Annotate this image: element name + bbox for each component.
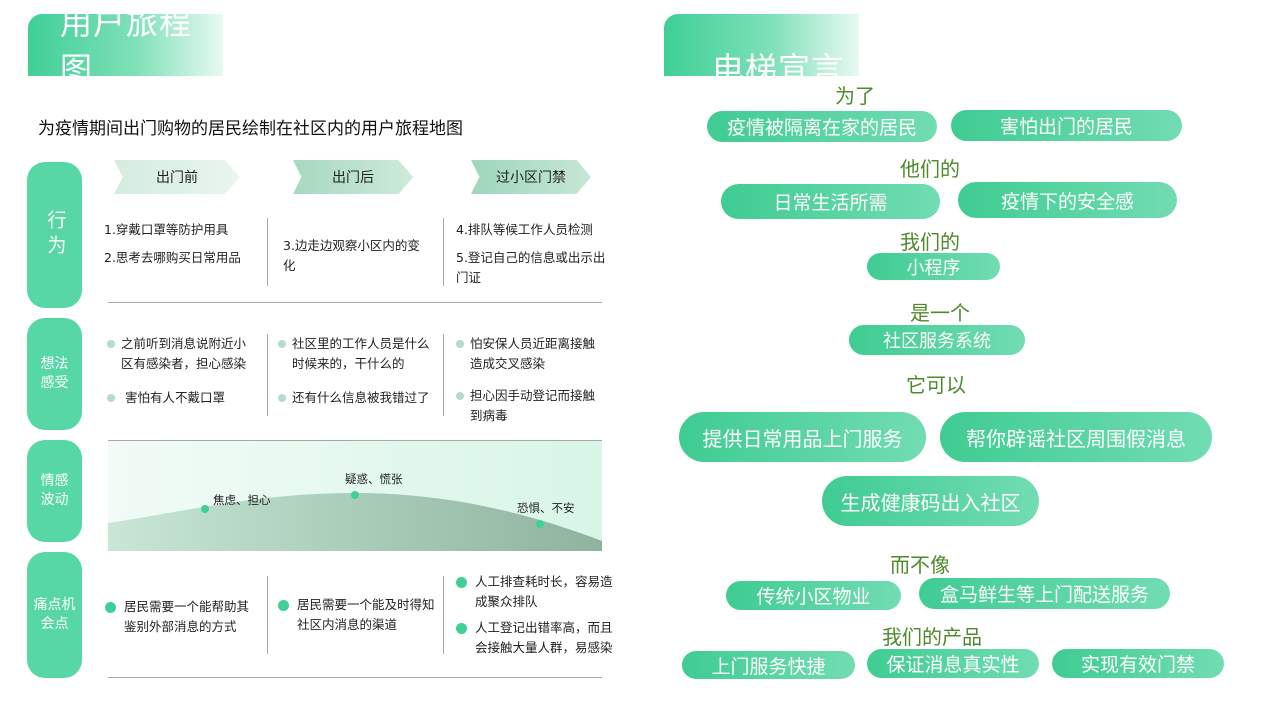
pill-advantage-access: 实现有效门禁 [1052,649,1224,678]
bullet-icon [107,340,115,348]
pill-need-daily: 日常生活所需 [721,184,940,219]
bullet-icon [107,394,115,402]
pill-product: 小程序 [867,253,1000,280]
bullet-icon [456,392,464,400]
divider [267,334,268,416]
journey-map-header: 用户旅程图 [28,14,223,76]
behavior-cell-3: 4.排队等候工作人员检测 5.登记自己的信息或出示出门证 [456,220,606,288]
behavior-item: 4.排队等候工作人员检测 [456,222,593,237]
pain-item: 居民需要一个能及时得知社区内消息的渠道 [278,595,438,635]
emotion-label: 疑惑、慌张 [345,472,403,486]
bullet-icon [278,394,286,402]
emotion-label: 焦虑、担心 [213,493,271,507]
emotion-point-confused [351,491,359,499]
bullet-icon [456,340,464,348]
divider [443,576,444,654]
row-separator [108,440,602,441]
row-label-thoughts-text: 想法感受 [40,356,69,391]
pill-need-safety: 疫情下的安全感 [958,182,1177,218]
divider [443,334,444,416]
row-label-emotion: 情感波动 [27,440,82,542]
divider [443,218,444,286]
behavior-item: 5.登记自己的信息或出示出门证 [456,250,606,285]
pill-advantage-fast: 上门服务快捷 [682,651,855,679]
emotion-point-fear [536,520,544,528]
bullet-icon [278,340,286,348]
thoughts-cell-3: 怕安保人员近距离接触造成交叉感染 担心因手动登记而接触到病毒 [456,334,606,426]
thought-item: 之前听到消息说附近小区有感染者，担心感染 [107,334,257,374]
row-label-behavior: 行为 [27,162,82,308]
pill-competitor-hema: 盒马鲜生等上门配送服务 [919,578,1170,609]
pain-item: 居民需要一个能帮助其鉴别外部消息的方式 [105,597,257,637]
row-label-emotion-text: 情感波动 [40,473,69,508]
row-label-pain-points: 痛点机会点 [27,552,82,678]
thought-item: 怕安保人员近距离接触造成交叉感染 [456,334,606,374]
behavior-item: 2.思考去哪购买日常用品 [104,250,241,265]
connector-unlike: 而不像 [890,553,950,577]
pill-advantage-truth: 保证消息真实性 [867,649,1039,678]
pill-feature-rumor: 帮你辟谣社区周围假消息 [940,412,1212,462]
pain-cell-2: 居民需要一个能及时得知社区内消息的渠道 [278,595,438,635]
row-label-pain-text: 痛点机会点 [33,597,76,632]
row-label-thoughts: 想法感受 [27,318,82,430]
stage-community-gate: 过小区门禁 [471,160,591,194]
emotion-label: 恐惧、不安 [517,501,575,515]
pain-cell-1: 居民需要一个能帮助其鉴别外部消息的方式 [105,597,257,637]
pain-item: 人工排查耗时长，容易造成聚众排队 [456,572,614,612]
journey-map-subtitle: 为疫情期间出门购物的居民绘制在社区内的用户旅程地图 [38,119,463,139]
connector-our-product: 我们的产品 [882,625,982,649]
emotion-curve-chart: 焦虑、担心 疑惑、慌张 恐惧、不安 [108,441,602,551]
connector-for: 为了 [835,84,875,108]
connector-it-can: 它可以 [906,373,966,397]
thought-item: 担心因手动登记而接触到病毒 [456,386,606,426]
bullet-icon [456,623,467,634]
elevator-pitch-header: 电梯宣言 [664,14,859,76]
connector-our: 我们的 [900,230,960,254]
divider [267,218,268,286]
row-separator [108,302,602,303]
stage-before-going-out: 出门前 [114,160,240,194]
pain-cell-3: 人工排查耗时长，容易造成聚众排队 人工登记出错率高，而且会接触大量人群，易感染 [456,572,614,658]
emotion-area [108,493,602,551]
bullet-icon [105,602,116,613]
behavior-cell-2: 3.边走边观察小区内的变化 [283,236,423,276]
pill-category: 社区服务系统 [849,325,1025,355]
behavior-item: 3.边走边观察小区内的变化 [283,238,420,273]
thoughts-cell-1: 之前听到消息说附近小区有感染者，担心感染 害怕有人不戴口罩 [107,334,257,408]
thought-item: 还有什么信息被我错过了 [278,388,434,408]
pain-item: 人工登记出错率高，而且会接触大量人群，易感染 [456,618,614,658]
journey-map-title: 用户旅程图 [60,14,193,76]
connector-their: 他们的 [900,157,960,181]
pill-feature-delivery: 提供日常用品上门服务 [679,412,926,462]
bullet-icon [456,577,467,588]
row-separator [108,677,602,678]
stage-after-going-out: 出门后 [293,160,413,194]
pill-user-isolated: 疫情被隔离在家的居民 [707,111,937,142]
thought-item: 害怕有人不戴口罩 [107,388,257,408]
pill-competitor-property: 传统小区物业 [726,581,901,610]
connector-is-a: 是一个 [910,301,970,325]
emotion-point-anxious [201,505,209,513]
elevator-pitch-title: 电梯宣言 [712,50,845,76]
pill-user-afraid: 害怕出门的居民 [951,110,1182,141]
thoughts-cell-2: 社区里的工作人员是什么时候来的，干什么的 还有什么信息被我错过了 [278,334,434,408]
thought-item: 社区里的工作人员是什么时候来的，干什么的 [278,334,434,374]
divider [267,576,268,654]
behavior-item: 1.穿戴口罩等防护用具 [104,222,229,237]
behavior-cell-1: 1.穿戴口罩等防护用具 2.思考去哪购买日常用品 [104,220,262,268]
bullet-icon [278,600,289,611]
pill-feature-health-code: 生成健康码出入社区 [822,476,1039,526]
